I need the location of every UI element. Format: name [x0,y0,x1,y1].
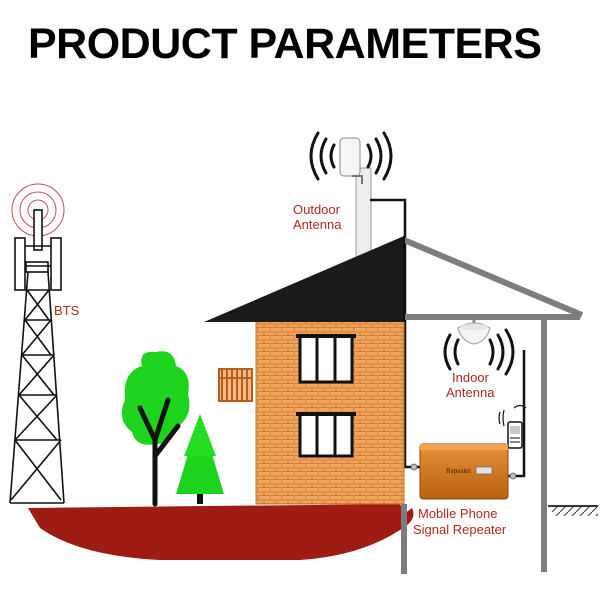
outdoor-antenna-label-1: Outdoor [293,202,341,217]
indoor-signal-waves-icon [443,328,515,376]
pine-tree-icon [176,414,224,504]
repeater-label-2: Signal Repeater [413,522,507,537]
indoor-antenna-icon [457,320,491,345]
house-roof [204,236,404,322]
page-title: PRODUCT PARAMETERS [28,20,542,68]
signal-waves-icon [309,131,393,181]
outdoor-antenna-label-2: Antenna [293,217,342,232]
repeater-device-icon: Repeater [410,443,517,500]
window-lower [296,412,356,458]
ground-hatch-fill [552,506,598,516]
tower-icon [9,183,65,504]
outdoor-antenna-icon [339,137,372,259]
repeater-label-1: Moblle Phone [418,506,498,521]
repeater-device-text: Repeater [446,467,472,475]
house-extension [402,237,584,572]
ground [28,504,414,560]
bts-label: BTS [54,303,80,318]
indoor-antenna-label-1: Indoor [452,370,490,385]
tree-icon [121,351,190,507]
balcony [218,368,253,402]
indoor-antenna-label-2: Antenna [446,385,495,400]
window-upper [296,334,356,384]
mobile-phone-icon [498,404,527,449]
